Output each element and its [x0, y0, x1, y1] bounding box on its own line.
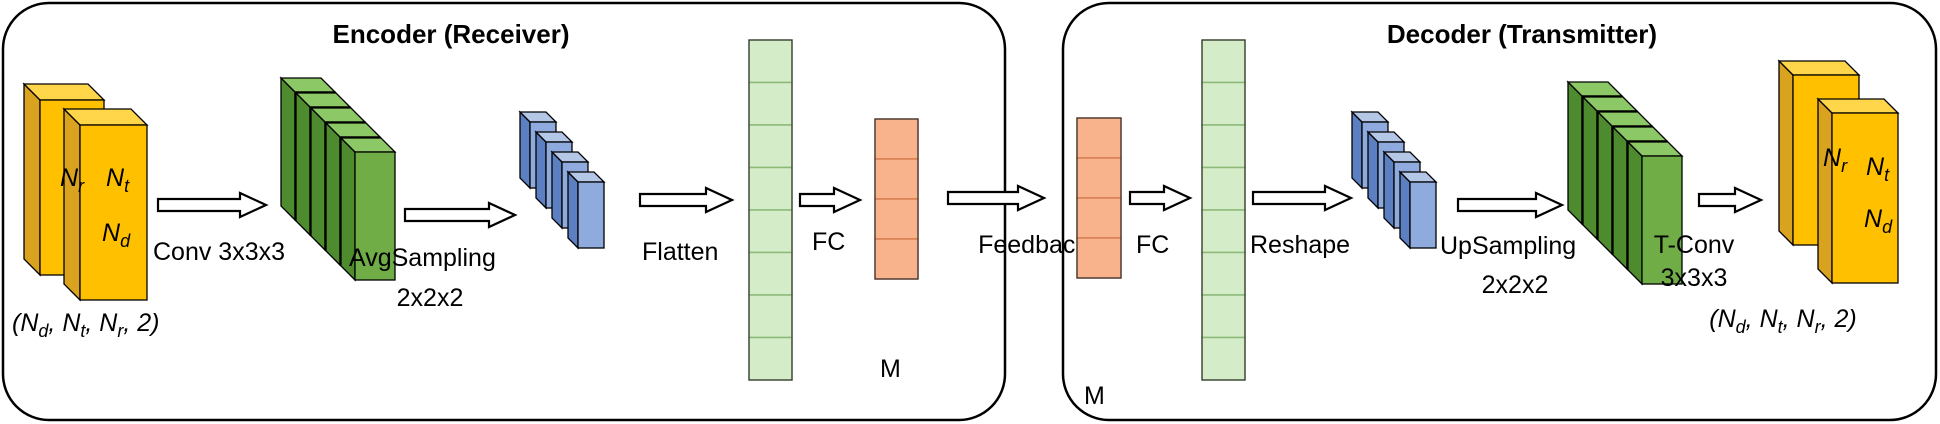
- upsampled-map-5: [1626, 140, 1684, 286]
- vector-cell: [874, 158, 919, 200]
- encoder-code-label: M: [880, 355, 901, 383]
- decoder-code-vector: [1076, 117, 1122, 279]
- arrow-decoder-fc: [1128, 184, 1193, 212]
- encoder-flatten-label: Flatten: [642, 238, 718, 266]
- vector-cell: [748, 251, 793, 296]
- vector-cell: [748, 81, 793, 126]
- vector-cell: [1076, 157, 1122, 199]
- decoder-tconv-size: 3x3x3: [1661, 264, 1728, 292]
- encoder-code-vector: [874, 118, 919, 280]
- vector-cell: [1076, 197, 1122, 239]
- vector-cell: [1201, 294, 1246, 339]
- decoder-output-label-d: Nd: [1864, 205, 1893, 237]
- decoder-fc-label: FC: [1136, 231, 1169, 259]
- input-slab-front: [62, 107, 149, 302]
- vector-cell: [1201, 39, 1246, 84]
- vector-cell: [874, 118, 919, 160]
- encoder-input-label-r: Nr: [60, 164, 85, 196]
- decoder-output-label-t: Nt: [1866, 153, 1890, 185]
- vector-cell: [748, 166, 793, 211]
- flattened-vector-cells: [748, 39, 793, 381]
- vector-cell: [1076, 117, 1122, 159]
- decoder-upsampled-maps: [1566, 80, 1684, 286]
- vector-cell: [748, 39, 793, 84]
- decoder-title: Decoder (Transmitter): [1387, 19, 1657, 49]
- arrow-fc: [798, 186, 863, 214]
- vector-cell: [1201, 81, 1246, 126]
- vector-cell: [1076, 237, 1122, 279]
- encoder-conv-label: Conv 3x3x3: [153, 238, 285, 266]
- decoder-upsampling-size: 2x2x2: [1482, 271, 1549, 299]
- encoder-avgsampling-label: AvgSampling: [349, 244, 496, 272]
- decoder-code-label: M: [1084, 382, 1105, 410]
- encoder-title: Encoder (Receiver): [333, 19, 570, 49]
- vector-cell: [748, 124, 793, 169]
- decoder-tconv-label: T-Conv: [1654, 231, 1735, 259]
- vector-cell: [1201, 124, 1246, 169]
- arrow-conv: [156, 191, 269, 219]
- vector-cell: [1201, 166, 1246, 211]
- encoder-fc-label: FC: [812, 228, 845, 256]
- vector-cell: [748, 336, 793, 381]
- code-vector-cells: [874, 118, 919, 280]
- decoder-output-label-r: Nr: [1823, 144, 1848, 176]
- encoder-input-label-d: Nd: [102, 219, 131, 251]
- encoder-input-shape: (Nd, Nt, Nr, 2): [12, 309, 159, 341]
- code-vector-cells: [1076, 117, 1122, 279]
- decoder-dense-vector: [1201, 39, 1246, 381]
- reshaped-map-4: [1398, 170, 1438, 250]
- vector-cell: [874, 198, 919, 240]
- arrow-upsampling: [1456, 191, 1565, 219]
- decoder-output-shape: (Nd, Nt, Nr, 2): [1709, 305, 1856, 337]
- decoder-output-tensor: Nr Nt Nd: [1777, 59, 1900, 285]
- arrow-avgsampling: [403, 201, 518, 229]
- encoder-input-tensor: Nr Nt Nd: [22, 82, 149, 302]
- vector-cell: [1201, 209, 1246, 254]
- encoder-input-label-t: Nt: [106, 164, 130, 196]
- output-slab-front: [1816, 97, 1900, 285]
- arrow-tconv: [1697, 186, 1764, 214]
- feature-map-5: [339, 136, 397, 282]
- encoder-avgsampling-size: 2x2x2: [397, 284, 464, 312]
- arrow-reshape: [1251, 184, 1354, 212]
- vector-cell: [748, 294, 793, 339]
- pooled-map-4: [566, 170, 606, 250]
- arrow-feedback: [946, 184, 1047, 212]
- vector-cell: [1201, 336, 1246, 381]
- decoder-upsampling-label: UpSampling: [1440, 232, 1576, 260]
- dense-vector-cells: [1201, 39, 1246, 381]
- vector-cell: [748, 209, 793, 254]
- encoder-pooled-maps: [518, 110, 606, 250]
- decoder-reshape-label: Reshape: [1250, 231, 1350, 259]
- encoder-feature-maps: [279, 76, 397, 282]
- arrow-flatten: [638, 186, 735, 214]
- feedback-label: Feedback: [978, 231, 1088, 259]
- vector-cell: [1201, 251, 1246, 296]
- decoder-reshaped-maps: [1350, 110, 1438, 250]
- vector-cell: [874, 238, 919, 280]
- encoder-flattened-vector: [748, 39, 793, 381]
